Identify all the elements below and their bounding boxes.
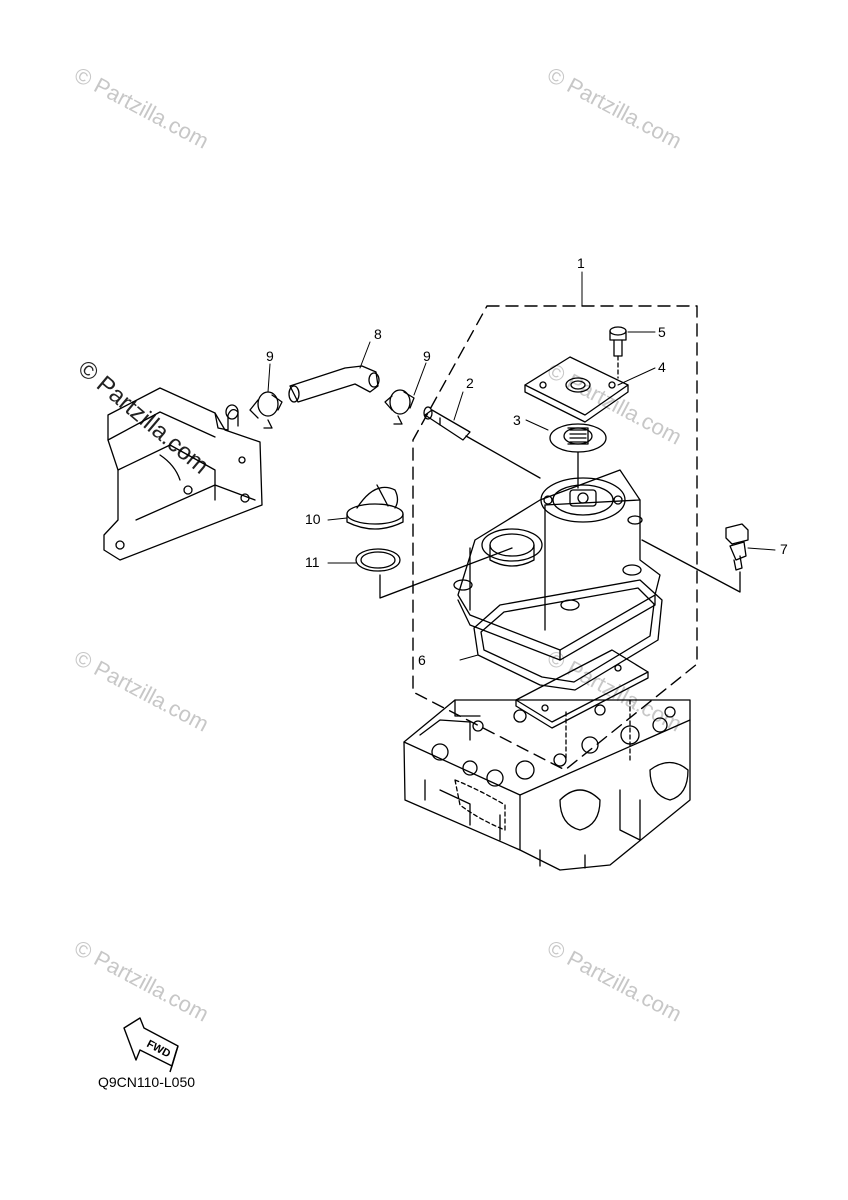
callout-4: 4	[658, 359, 666, 375]
part-9-clip-right	[384, 389, 415, 425]
part-8-hose	[288, 365, 380, 403]
callout-7: 7	[780, 541, 788, 557]
callout-1: 1	[577, 255, 585, 271]
part-4-plate	[524, 356, 629, 423]
callout-9-right: 9	[423, 348, 431, 364]
part-3-valve	[549, 423, 607, 489]
callout-6: 6	[418, 652, 426, 668]
part-7-bolt	[641, 523, 749, 593]
part-11-oring	[355, 548, 401, 572]
fwd-arrow-icon: FWD	[123, 1017, 179, 1073]
callout-10: 10	[305, 511, 321, 527]
part-10-cap	[346, 484, 404, 530]
callout-9-left: 9	[266, 348, 274, 364]
part-2-nipple	[423, 406, 541, 479]
head-cover	[453, 469, 661, 661]
diagram-code: Q9CN110-L050	[98, 1074, 196, 1090]
callout-3: 3	[513, 412, 521, 428]
callout-5: 5	[658, 324, 666, 340]
part-5-screw	[609, 326, 627, 379]
assembly-boundary	[412, 305, 698, 771]
callout-8: 8	[374, 326, 382, 342]
gasket-6	[473, 579, 663, 691]
callout-leaders	[267, 271, 776, 661]
plate	[515, 649, 649, 729]
cylinder-head	[403, 699, 691, 871]
cap-leader	[379, 547, 513, 599]
breather-housing	[103, 387, 263, 561]
callout-11: 11	[305, 554, 320, 570]
part-9-clip-left	[249, 391, 283, 429]
callout-2: 2	[466, 375, 474, 391]
